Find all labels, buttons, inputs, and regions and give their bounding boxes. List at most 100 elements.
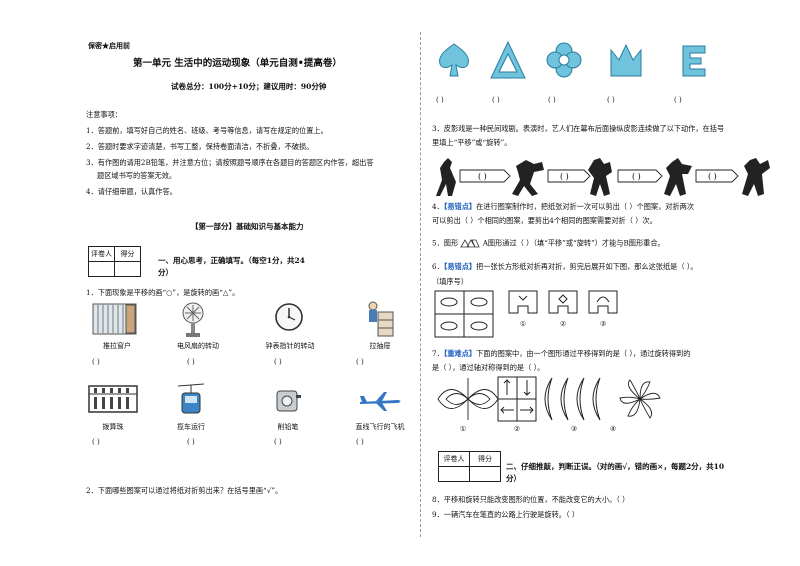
option-label: ③ — [599, 320, 607, 328]
electric-fan-icon — [182, 302, 204, 337]
q5-text-a: A图形通过（ ）（填“平移”或“旋转”）才能与B图形重合。 — [482, 238, 665, 248]
score-label: 得分 — [114, 246, 141, 262]
q4-text: 在进行图案制作时，把纸张对折一次可以剪出（ ）个图案，对折两次 — [476, 202, 695, 211]
page-subtitle: 试卷总分：100分+10分；建议用时：90分钟 — [171, 82, 327, 91]
note-item: 3．有作图的请用2B铅笔，并注意方位；请按照题号顺序在各题目的答题区内作答，超出… — [86, 158, 374, 167]
q4-line1: 4．【易错点】在进行图案制作时，把纸张对折一次可以剪出（ ）个图案，对折两次 — [432, 202, 695, 211]
caption-push-window: 推拉窗户 — [103, 342, 131, 350]
clock-icon — [275, 303, 303, 331]
svg-text:( ): ( ) — [478, 172, 487, 181]
caption-sharpener: 削铅笔 — [277, 423, 299, 431]
option-label: ③ — [570, 425, 578, 433]
q1-text: 1．下面现象是平移的画“○”，是旋转的画“△”。 — [86, 288, 240, 297]
q3-text-cont: 里填上“平移”或“旋转”。 — [432, 138, 512, 147]
section2-title-cont: 分） — [506, 474, 521, 483]
part1-title: 【第一部分】基础知识与基本能力 — [191, 222, 304, 231]
option-label: ① — [519, 320, 527, 328]
q6-line1: 6．【易错点】把一张长方形纸对折再对折，剪完后展开如下图，那么这张纸是（ ）。 — [432, 262, 698, 271]
flower-shape-icon — [546, 42, 582, 78]
cable-car-icon — [178, 383, 204, 414]
option-label: ① — [459, 425, 467, 433]
q4-text-cont: 可以剪出（ ）个相同的图案，要剪出4个相同的图案需要对折（ ）次。 — [432, 216, 657, 225]
caption-airplane: 直线飞行的飞机 — [355, 423, 405, 431]
score-label: 得分 — [469, 451, 501, 467]
answer-blank[interactable]: ( ) — [607, 96, 615, 104]
section1-title: 一、用心思考，正确填写。（每空1分，共24 — [158, 256, 305, 265]
pattern-2-icon — [497, 376, 537, 422]
svg-text:( ): ( ) — [560, 172, 569, 181]
cut-option-1-icon — [508, 290, 538, 314]
cut-option-3-icon — [588, 290, 618, 314]
q7-text: 下面的图案中，由一个图形通过平移得到的是（ ），通过旋转得到的 — [476, 349, 691, 358]
pattern-3-icon — [544, 377, 601, 421]
section1-title-cont: 分） — [158, 268, 173, 277]
answer-blank[interactable]: ( ) — [187, 358, 195, 366]
svg-text:( ): ( ) — [708, 172, 717, 181]
q6-text-cont: （填序号） — [432, 277, 468, 286]
option-label: ② — [513, 425, 521, 433]
q6-tag: 【易错点】 — [443, 262, 477, 271]
note-item: 2．答题时要求字迹清楚，书写工整，保持卷面清洁，不折叠，不破损。 — [86, 142, 314, 151]
crown-shape-icon — [610, 43, 642, 77]
q2-text: 2．下面哪些图案可以通过将纸对折剪出来？在括号里画“√”。 — [86, 486, 283, 495]
q8-text: 8．平移和旋转只能改变图形的位置，不能改变它的大小。（ ） — [432, 495, 630, 504]
abacus-icon — [88, 385, 138, 413]
shape-ab-icon — [460, 239, 481, 248]
answer-blank[interactable]: ( ) — [92, 438, 100, 446]
pattern-4-icon — [619, 379, 661, 419]
secret-label: 保密★启用前 — [88, 41, 130, 50]
spade-shape-icon — [439, 43, 469, 77]
answer-blank[interactable]: ( ) — [92, 358, 100, 366]
grader-label: 评卷人 — [438, 451, 470, 467]
svg-text:( ): ( ) — [632, 172, 641, 181]
q4-tag: 【易错点】 — [443, 202, 477, 211]
q7-line1: 7．【重难点】下面的图案中，由一个图形通过平移得到的是（ ），通过旋转得到的 — [432, 349, 691, 358]
notes-heading: 注意事项： — [86, 110, 122, 119]
pencil-sharpener-icon — [276, 390, 301, 412]
score-table-1: 评卷人得分 — [88, 246, 141, 277]
answer-blank[interactable]: ( ) — [274, 438, 282, 446]
letter-e-shape-icon — [682, 45, 706, 77]
answer-blank[interactable]: ( ) — [356, 358, 364, 366]
column-divider — [420, 32, 421, 537]
drawer-icon — [368, 301, 394, 337]
cut-option-2-icon — [548, 290, 578, 314]
answer-blank[interactable]: ( ) — [436, 96, 444, 104]
answer-blank[interactable]: ( ) — [187, 438, 195, 446]
score-cell[interactable] — [114, 261, 141, 277]
folded-paper-icon — [434, 290, 494, 338]
note-item: 题区域书写的答案无效。 — [97, 171, 177, 180]
page-title: 第一单元 生活中的运动现象（单元自测•提高卷） — [133, 58, 342, 69]
grader-label: 评卷人 — [88, 246, 115, 262]
q7-text-cont: 是（ ），通过轴对称得到的是（ ）。 — [432, 363, 545, 372]
note-item: 1．答题前，填写好自己的姓名、班级、考号等信息，请写在规定的位置上。 — [86, 126, 328, 135]
airplane-icon — [360, 392, 401, 411]
note-item: 4．请仔细审题，认真作答。 — [86, 187, 177, 196]
answer-blank[interactable]: ( ) — [492, 96, 500, 104]
answer-blank[interactable]: ( ) — [356, 438, 364, 446]
q7-tag: 【重难点】 — [443, 349, 477, 358]
score-table-2: 评卷人得分 — [438, 451, 501, 482]
option-label: ④ — [609, 425, 617, 433]
grader-cell[interactable] — [438, 466, 470, 482]
score-cell[interactable] — [469, 466, 501, 482]
shadow-puppet-sequence: ( ) ( ) ( ) ( ) — [436, 158, 770, 196]
q6-text: 把一张长方形纸对折再对折，剪完后展开如下图，那么这张纸是（ ）。 — [476, 262, 698, 271]
caption-clock: 钟表指针的转动 — [265, 342, 315, 350]
q9-text: 9．一辆汽车在笔直的公路上行驶是旋转。（ ） — [432, 510, 580, 519]
answer-blank[interactable]: ( ) — [548, 96, 556, 104]
q5-text: 5．图形 — [432, 238, 459, 248]
window-icon — [92, 303, 137, 335]
triangle-shape-icon — [490, 40, 526, 79]
answer-blank[interactable]: ( ) — [274, 358, 282, 366]
caption-abacus: 拨算珠 — [102, 423, 124, 431]
caption-fan: 电风扇的转动 — [177, 342, 219, 350]
caption-drawer: 拉抽屉 — [369, 342, 391, 350]
option-label: ② — [559, 320, 567, 328]
answer-blank[interactable]: ( ) — [674, 96, 682, 104]
section2-title: 二、仔细推敲，判断正误。（对的画√，错的画×，每题2分，共10 — [506, 462, 725, 471]
q3-text: 3．皮影戏是一种民间戏剧。表演时，艺人们在幕布后面操纵皮影连续做了以下动作，在括… — [432, 124, 725, 133]
grader-cell[interactable] — [88, 261, 115, 277]
q5-line: 5．图形 A图形通过（ ）（填“平移”或“旋转”）才能与B图形重合。 — [432, 238, 665, 249]
caption-cable-car: 揽车运行 — [177, 423, 205, 431]
